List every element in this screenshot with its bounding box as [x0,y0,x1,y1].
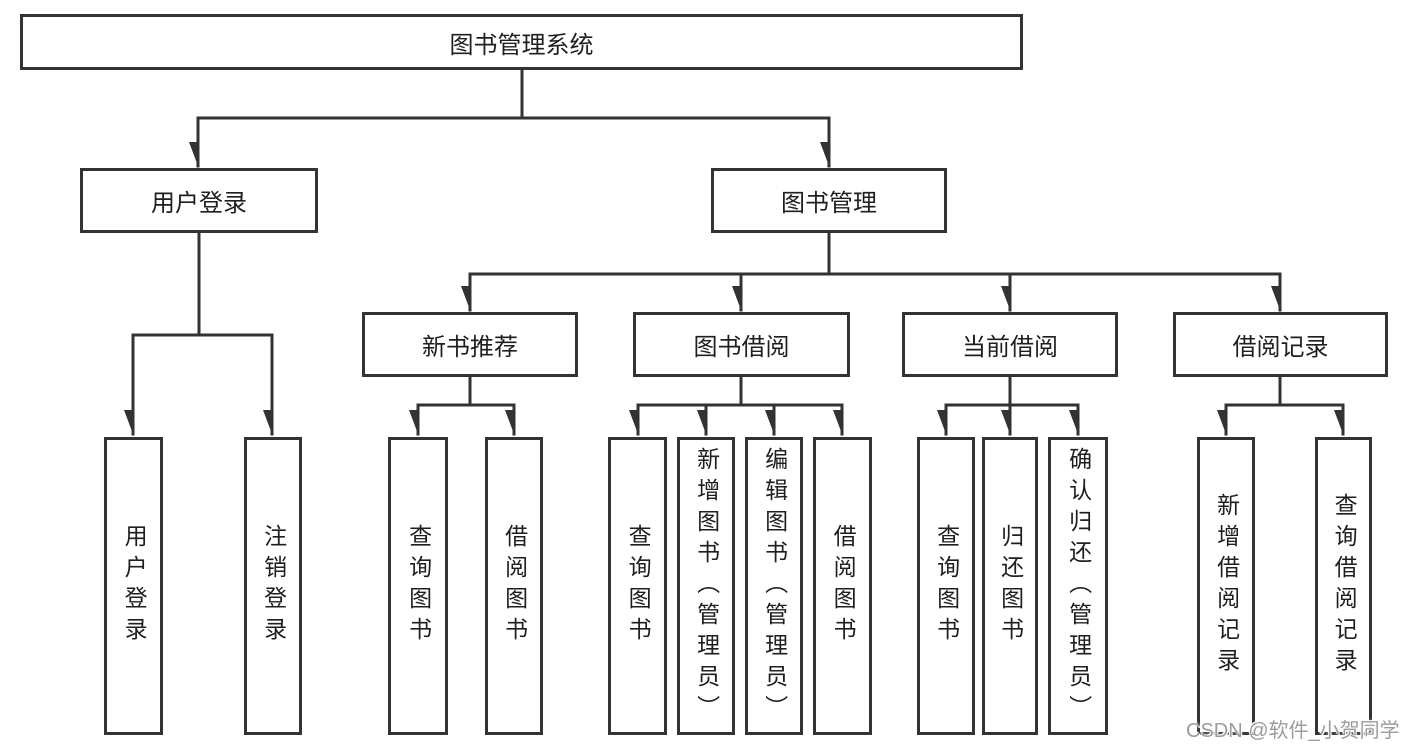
leaf-node-add-book-admin-label: 新增图书（管理员） [693,446,720,726]
leaf-node-edit-book-admin: 编辑图书（管理员） [745,437,803,735]
leaf-node-query-book-1-label: 查询图书 [405,524,432,648]
node-user-login: 用户登录 [80,168,318,233]
leaf-node-query-book-1: 查询图书 [388,437,448,735]
leaf-node-logout-label: 注销登录 [260,524,287,648]
node-book-borrow: 图书借阅 [633,312,850,377]
leaf-node-borrow-book-2: 借阅图书 [813,437,872,735]
leaf-node-user-login: 用户登录 [104,437,163,735]
node-book-management: 图书管理 [711,168,947,233]
leaf-node-return-book-label: 归还图书 [997,524,1024,648]
leaf-node-logout: 注销登录 [244,437,302,735]
leaf-node-borrow-book-1-label: 借阅图书 [501,524,528,648]
csdn-watermark: CSDN @软件_小贺同学 [1186,720,1400,742]
root-node: 图书管理系统 [20,14,1023,70]
node-current-borrow: 当前借阅 [902,312,1118,377]
leaf-node-edit-book-admin-label: 编辑图书（管理员） [761,446,788,726]
leaf-node-borrow-book-1: 借阅图书 [485,437,543,735]
leaf-node-borrow-book-2-label: 借阅图书 [830,524,857,648]
node-borrow-records: 借阅记录 [1173,312,1388,377]
leaf-node-add-borrow-record-label: 新增借阅记录 [1213,493,1240,679]
leaf-node-query-borrow-record: 查询借阅记录 [1315,437,1372,735]
leaf-node-query-book-2-label: 查询图书 [625,524,652,648]
leaf-node-query-book-3-label: 查询图书 [933,524,960,648]
node-new-book-recommend: 新书推荐 [362,312,578,377]
leaf-node-add-borrow-record: 新增借阅记录 [1197,437,1255,735]
leaf-node-query-borrow-record-label: 查询借阅记录 [1331,493,1358,679]
leaf-node-add-book-admin: 新增图书（管理员） [677,437,735,735]
leaf-node-query-book-3: 查询图书 [917,437,975,735]
leaf-node-return-book: 归还图书 [982,437,1038,735]
leaf-node-user-login-label: 用户登录 [121,524,148,648]
leaf-node-query-book-2: 查询图书 [608,437,667,735]
leaf-node-confirm-return-admin-label: 确认归还（管理员） [1065,446,1092,726]
leaf-node-confirm-return-admin: 确认归还（管理员） [1048,437,1108,735]
